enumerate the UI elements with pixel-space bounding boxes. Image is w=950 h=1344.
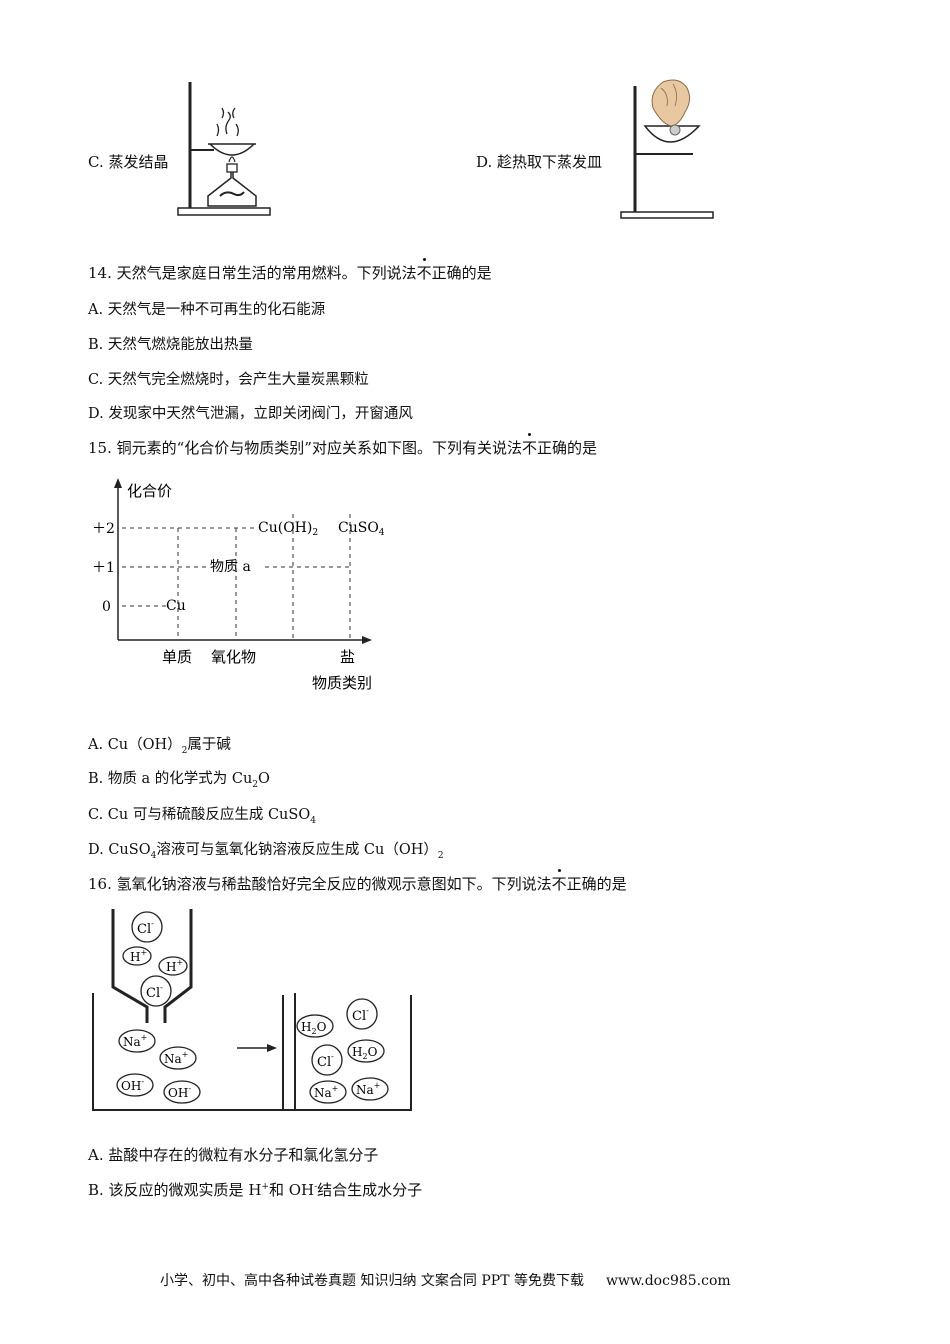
particle-cl-3: Cl- xyxy=(346,998,378,1030)
question-14-option-a: A. 天然气是一种不可再生的化石能源 xyxy=(88,302,326,318)
particle-h2o-2: H2O xyxy=(347,1039,385,1063)
particle-cl-1: Cl- xyxy=(131,911,163,943)
copper-valence-chart: 化合价 ＋2 ＋1 0 Cu 物质 a Cu(OH)2 CuSO4 单质 氧化物… xyxy=(92,478,385,692)
x-tick-element: 单质 xyxy=(162,648,192,666)
point-cu-oh2: Cu(OH)2 xyxy=(258,520,318,538)
option-d-label: D. 趁热取下蒸发皿 xyxy=(476,153,603,171)
point-cu: Cu xyxy=(166,598,186,614)
particle-na-2: Na+ xyxy=(159,1046,197,1070)
question-15-option-c: C. Cu 可与稀硫酸反应生成 CuSO4 xyxy=(88,807,316,826)
dropper-right-wall xyxy=(163,909,193,1023)
particle-h2o-1: H2O xyxy=(296,1014,334,1038)
x-axis-arrow-icon xyxy=(362,636,372,644)
question-15-option-d: D. CuSO4溶液可与氢氧化钠溶液反应生成 Cu（OH）2 xyxy=(88,842,444,861)
svg-text:Cl-: Cl- xyxy=(352,1006,369,1024)
question-14-option-c: C. 天然气完全燃烧时，会产生大量炭黑颗粒 xyxy=(88,372,369,388)
footer-url[interactable]: www.doc985.com xyxy=(605,1273,731,1289)
question-14-stem: 14. 天然气是家庭日常生活的常用燃料。下列说法不正确的是 xyxy=(88,258,492,282)
left-beaker xyxy=(92,993,296,1111)
particle-oh-1: OH- xyxy=(116,1073,154,1097)
svg-text:OH-: OH- xyxy=(168,1084,191,1100)
svg-text:Na+: Na+ xyxy=(356,1081,380,1097)
svg-text:Na+: Na+ xyxy=(123,1033,147,1049)
particle-h-1: H+ xyxy=(122,946,152,966)
dashed-gridlines xyxy=(122,514,351,640)
particle-na-4: Na+ xyxy=(351,1077,389,1101)
y-tick-plus2: ＋2 xyxy=(92,521,115,537)
svg-text:Cl-: Cl- xyxy=(146,983,163,1001)
question-16-option-a: A. 盐酸中存在的微粒有水分子和氯化氢分子 xyxy=(88,1146,379,1164)
svg-text:Cl-: Cl- xyxy=(317,1052,334,1070)
svg-text:Cl-: Cl- xyxy=(137,919,154,937)
option-c-label: C. 蒸发结晶 xyxy=(88,153,169,171)
question-15-stem: 15. 铜元素的“化合价与物质类别”对应关系如下图。下列有关说法不正确的是 xyxy=(88,433,597,457)
svg-text:H2O: H2O xyxy=(352,1045,378,1061)
particle-cl-4: Cl- xyxy=(311,1044,343,1076)
question-16-stem: 16. 氢氧化钠溶液与稀盐酸恰好完全反应的微观示意图如下。下列说法不正确的是 xyxy=(88,869,627,893)
y-tick-zero: 0 xyxy=(102,599,111,615)
x-axis-title: 物质类别 xyxy=(312,674,372,692)
evaporation-apparatus-image xyxy=(177,82,271,216)
svg-text:Na+: Na+ xyxy=(314,1084,338,1100)
particle-cl-2: Cl- xyxy=(140,975,172,1007)
question-15-option-a: A. Cu（OH）2属于碱 xyxy=(88,737,231,756)
y-tick-plus1: ＋1 xyxy=(92,560,115,576)
y-axis-arrow-icon xyxy=(114,478,122,488)
question-15-option-b: B. 物质 a 的化学式为 Cu2O xyxy=(88,771,270,790)
point-cuso4: CuSO4 xyxy=(338,520,385,538)
dropper-left-wall xyxy=(111,909,149,1023)
svg-text:H+: H+ xyxy=(166,958,183,974)
remove-evaporating-dish-image xyxy=(620,79,714,219)
question-14-option-b: B. 天然气燃烧能放出热量 xyxy=(88,337,253,353)
particle-na-1: Na+ xyxy=(118,1029,156,1053)
x-tick-salt: 盐 xyxy=(340,648,355,666)
point-substance-a: 物质 a xyxy=(210,559,251,575)
reaction-arrow-head-icon xyxy=(267,1044,277,1052)
svg-text:H+: H+ xyxy=(130,948,147,964)
particle-na-3: Na+ xyxy=(309,1080,347,1104)
svg-text:Na+: Na+ xyxy=(164,1050,188,1066)
svg-text:H2O: H2O xyxy=(301,1020,327,1036)
particle-oh-2: OH- xyxy=(163,1080,201,1104)
particle-h-2: H+ xyxy=(158,956,188,976)
question-14-option-d: D. 发现家中天然气泄漏，立即关闭阀门，开窗通风 xyxy=(88,406,413,422)
x-tick-oxide: 氧化物 xyxy=(211,648,256,666)
question-16-option-b: B. 该反应的微观实质是 H+和 OH-结合生成水分子 xyxy=(88,1181,423,1199)
y-axis-title: 化合价 xyxy=(127,482,172,500)
right-beaker xyxy=(282,995,412,1111)
svg-text:OH-: OH- xyxy=(121,1077,144,1093)
neutralization-diagram: Cl- H+ H+ Cl- Na+ Na+ OH- OH- H2O Cl- xyxy=(92,909,412,1111)
